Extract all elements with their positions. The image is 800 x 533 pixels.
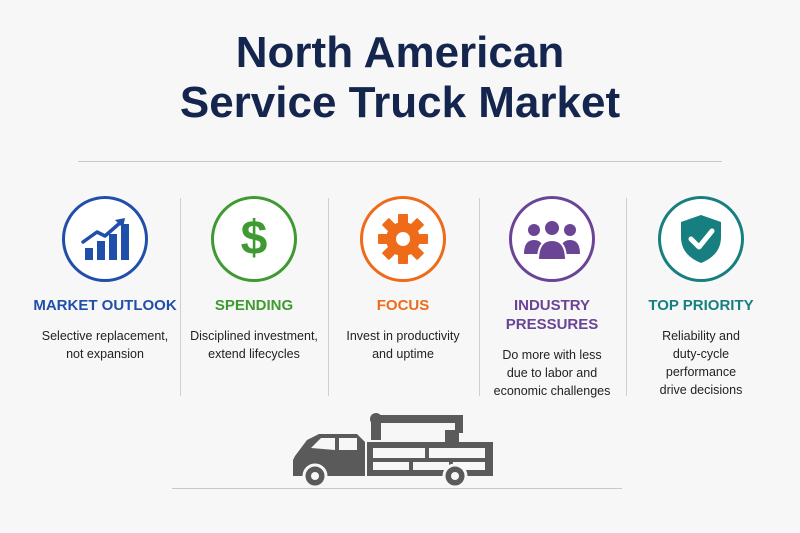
trend-chart-icon xyxy=(62,196,148,282)
column-divider xyxy=(180,198,181,396)
desc-line: extend lifecycles xyxy=(208,347,300,361)
desc-line: not expansion xyxy=(66,347,144,361)
column-spending: $ SPENDING Disciplined investment, exten… xyxy=(180,196,328,363)
column-industry-pressures: INDUSTRY PRESSURES Do more with less due… xyxy=(478,196,626,400)
column-description: Reliability and duty-cycle performance d… xyxy=(627,327,775,399)
desc-line: Reliability and xyxy=(662,329,740,343)
column-heading: SPENDING xyxy=(214,297,294,314)
bottom-divider xyxy=(172,488,622,489)
column-description: Invest in productivity and uptime xyxy=(329,327,477,363)
desc-line: due to labor and xyxy=(506,366,598,380)
desc-line: Disciplined investment, xyxy=(190,329,318,343)
column-divider xyxy=(626,198,627,396)
top-divider xyxy=(78,161,722,162)
column-description: Selective replacement, not expansion xyxy=(31,327,179,363)
service-truck-icon xyxy=(293,413,493,489)
desc-line: drive decisions xyxy=(659,383,743,397)
dollar-glyph: $ xyxy=(240,212,268,265)
desc-line: Do more with less xyxy=(502,348,602,362)
desc-line: economic challenges xyxy=(493,384,611,398)
heading-line: PRESSURES xyxy=(505,316,599,333)
people-icon xyxy=(509,196,595,282)
column-market-outlook: MARKET OUTLOOK Selective replacement, no… xyxy=(31,196,179,363)
column-heading: FOCUS xyxy=(376,297,430,314)
column-description: Disciplined investment, extend lifecycle… xyxy=(180,327,328,363)
heading-line: INDUSTRY xyxy=(513,297,591,314)
column-divider xyxy=(479,198,480,396)
title-line-2: Service Truck Market xyxy=(179,78,621,127)
column-heading: MARKET OUTLOOK xyxy=(33,297,177,314)
shield-check-icon xyxy=(658,196,744,282)
column-top-priority: TOP PRIORITY Reliability and duty-cycle … xyxy=(627,196,775,399)
title-line-1: North American xyxy=(235,28,565,77)
desc-line: and uptime xyxy=(372,347,434,361)
dollar-icon: $ xyxy=(211,196,297,282)
page-title: North American Service Truck Market xyxy=(0,28,800,128)
gear-icon xyxy=(360,196,446,282)
desc-line: duty-cycle xyxy=(672,347,730,361)
desc-line: Selective replacement, xyxy=(41,329,169,343)
column-heading: TOP PRIORITY xyxy=(648,297,754,314)
desc-line: Invest in productivity xyxy=(346,329,460,343)
column-heading: INDUSTRY PRESSURES xyxy=(478,296,626,334)
column-focus: FOCUS Invest in productivity and uptime xyxy=(329,196,477,363)
desc-line: performance xyxy=(665,365,737,379)
column-description: Do more with less due to labor and econo… xyxy=(478,346,626,400)
column-divider xyxy=(328,198,329,396)
